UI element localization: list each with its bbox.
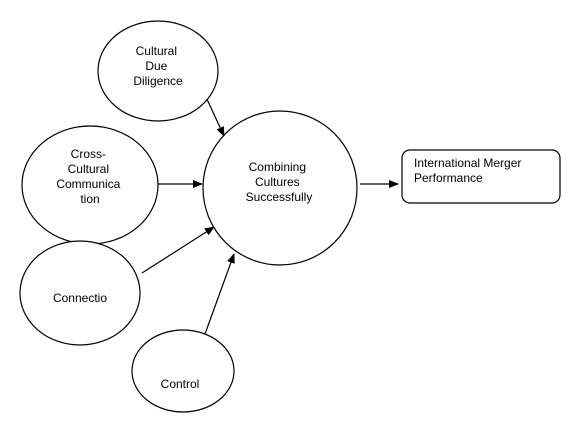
node-control: Control xyxy=(131,329,235,413)
cross-cultural-communication-label: Cross- Cultural Communica tion xyxy=(56,147,123,206)
edge-due-diligence-to-combining xyxy=(205,96,225,137)
cross-cultural-communication-line-2: Cultural xyxy=(68,162,109,176)
international-merger-performance-box xyxy=(401,149,561,204)
edges xyxy=(141,96,399,335)
combining-cultures-line-2: Cultures xyxy=(255,175,300,189)
cultural-due-diligence-line-2: Due xyxy=(145,59,167,73)
control-line-1: Control xyxy=(161,377,200,391)
cross-cultural-communication-line-4: tion xyxy=(80,192,99,206)
node-cultural-due-diligence: Cultural Due Diligence xyxy=(97,20,219,122)
combining-cultures-line-1: Combining xyxy=(249,160,306,174)
connection-line-1: Connectio xyxy=(53,291,107,305)
node-combining-cultures: Combining Cultures Successfully xyxy=(202,110,358,266)
cultural-due-diligence-line-3: Diligence xyxy=(133,74,183,88)
control-ellipse xyxy=(131,329,235,413)
combining-cultures-ellipse xyxy=(202,110,358,266)
node-connection: Connectio xyxy=(19,240,141,346)
international-merger-performance-line-2: Performance xyxy=(414,171,483,185)
node-international-merger-performance: International Merger Performance xyxy=(401,149,561,204)
international-merger-performance-label: International Merger Performance xyxy=(414,156,525,185)
cultural-due-diligence-line-1: Cultural xyxy=(136,44,177,58)
combining-cultures-line-3: Successfully xyxy=(246,190,313,204)
cultural-due-diligence-ellipse xyxy=(97,20,219,122)
combining-cultures-label: Combining Cultures Successfully xyxy=(246,160,313,204)
cultural-due-diligence-label: Cultural Due Diligence xyxy=(133,44,183,88)
cross-cultural-communication-line-1: Cross- xyxy=(71,147,106,161)
international-merger-performance-line-1: International Merger xyxy=(414,156,521,170)
connection-label: Connectio xyxy=(53,291,107,305)
cross-cultural-communication-line-3: Communica xyxy=(56,177,120,191)
connection-ellipse xyxy=(19,240,141,346)
edge-control-to-combining xyxy=(204,253,235,335)
edge-connection-to-combining xyxy=(141,226,215,274)
control-label: Control xyxy=(161,377,200,391)
node-cross-cultural-communication: Cross- Cultural Communica tion xyxy=(21,125,159,245)
